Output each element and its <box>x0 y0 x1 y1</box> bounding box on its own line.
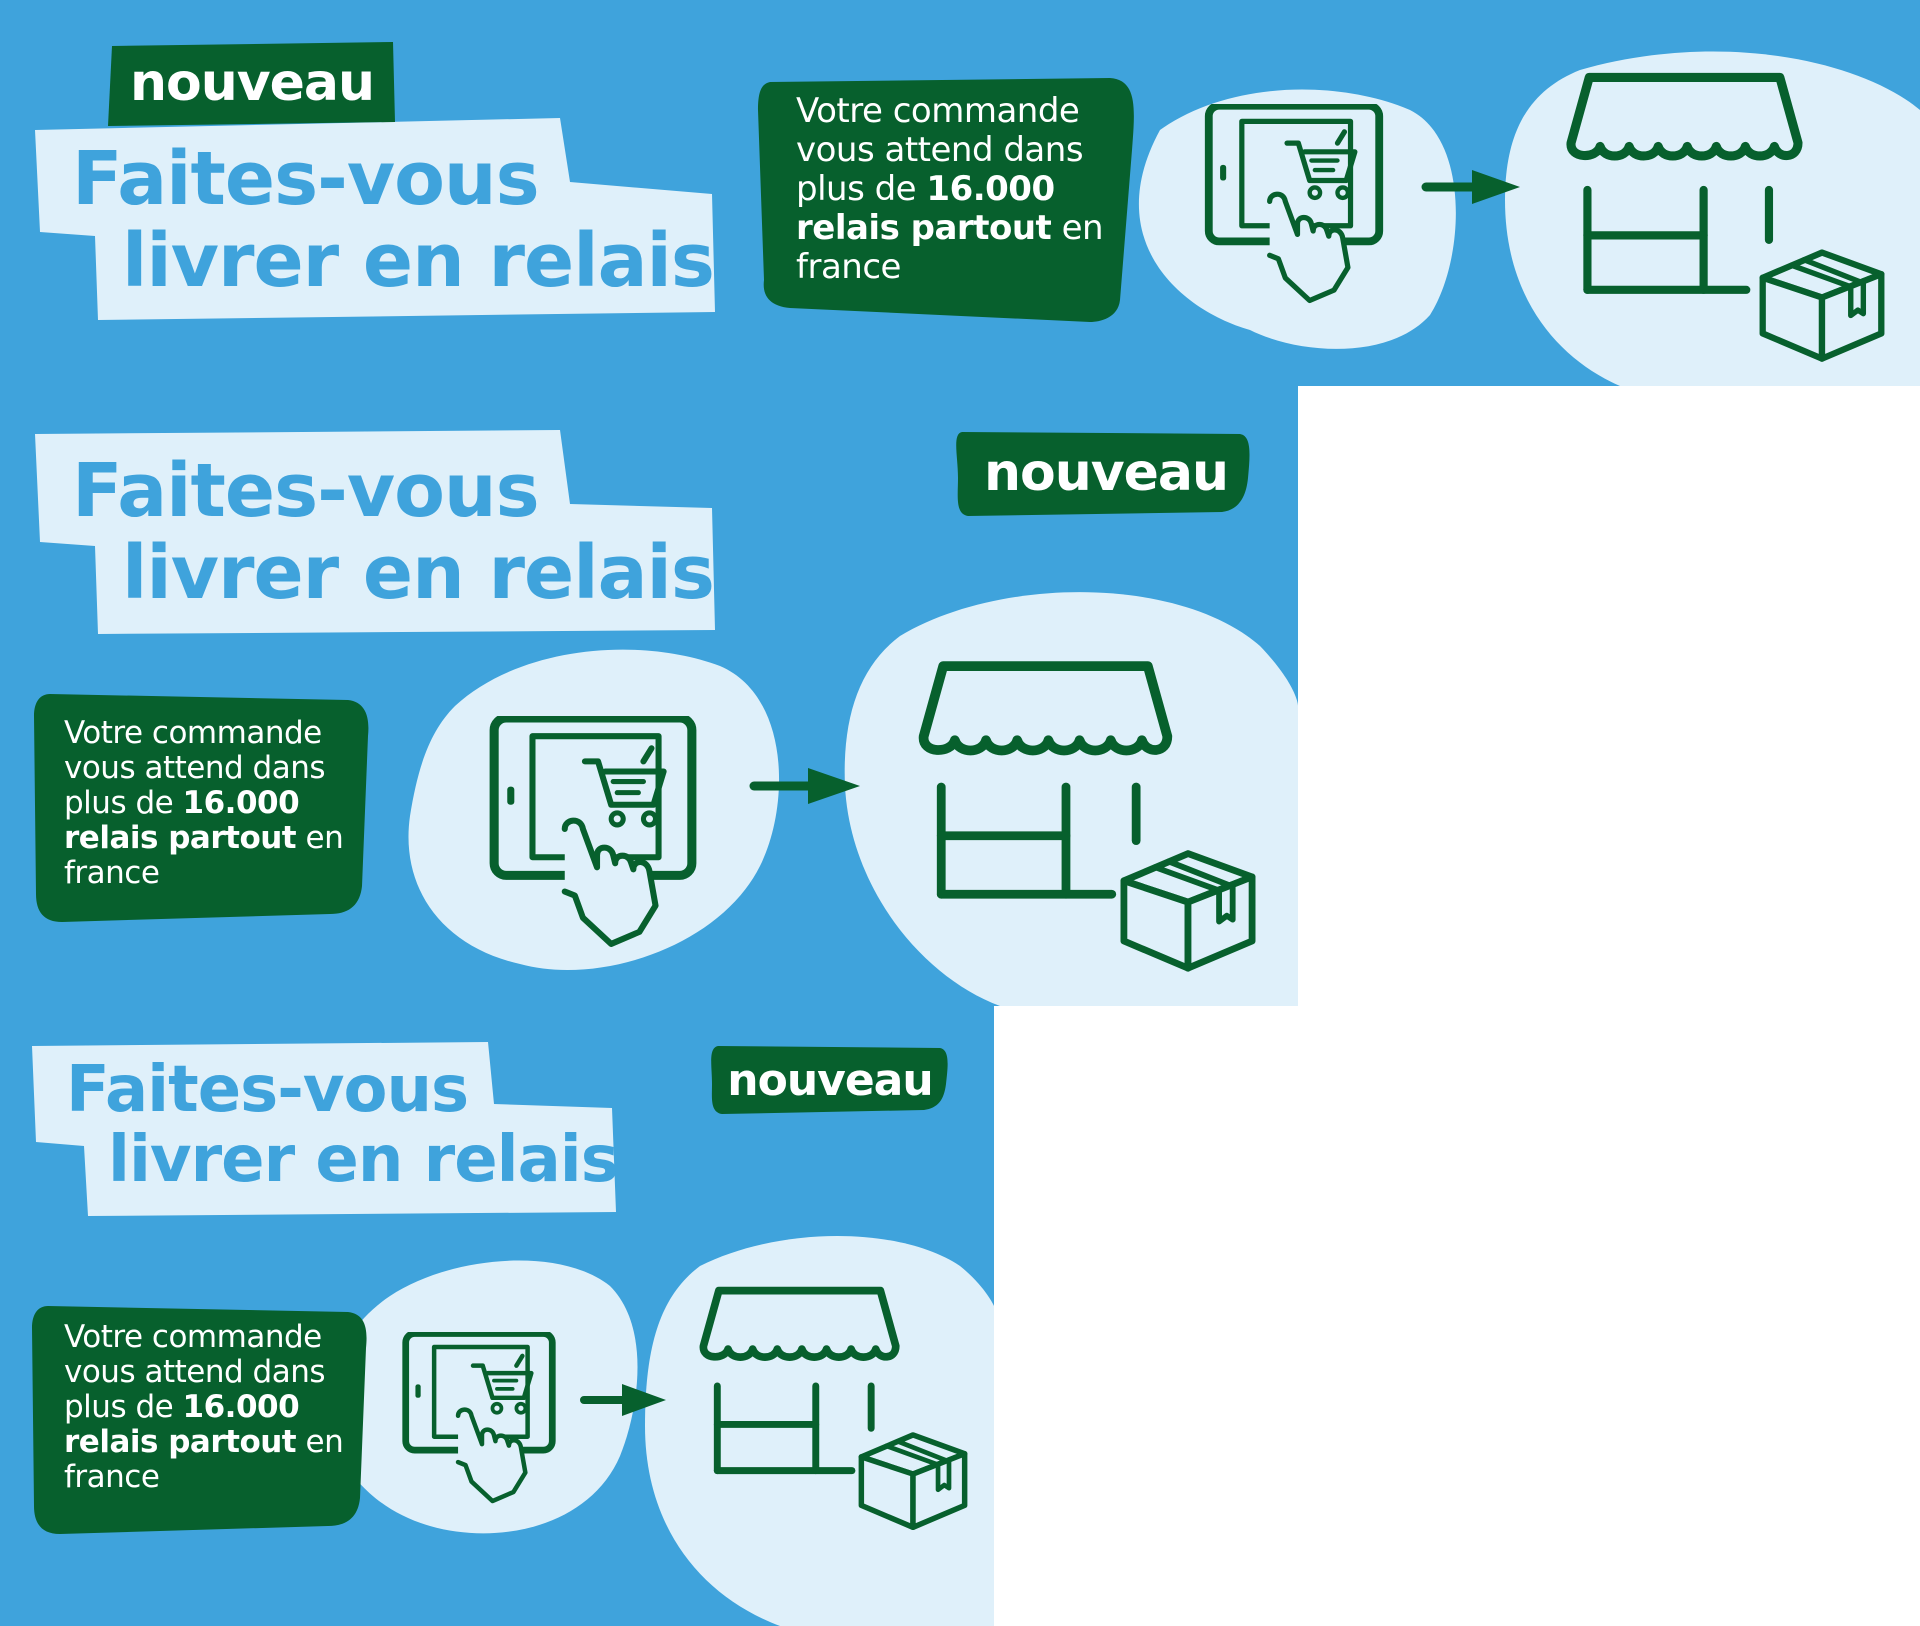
title-line-1: Faites-vous <box>66 1053 469 1127</box>
desc-line-1: Votre commande <box>64 715 322 751</box>
desc-line-2: vous attend dans <box>796 130 1084 170</box>
desc-line-4-bold: relais partout <box>64 820 297 856</box>
title-line-2: livrer en relais <box>122 218 715 304</box>
relay-count: 16.000 <box>926 169 1055 209</box>
desc-line-5: france <box>796 247 901 287</box>
delivery-description: Votre commande vous attend dans plus de … <box>64 715 344 891</box>
desc-line-4-suffix: en <box>296 1424 344 1460</box>
desc-line-4-suffix: en <box>296 820 344 856</box>
tablet-shopping-cart-icon <box>1196 104 1392 304</box>
desc-line-1: Votre commande <box>796 91 1080 131</box>
parcel-box-icon <box>1112 840 1264 974</box>
banner-2-background <box>34 430 1298 1006</box>
new-badge: nouveau <box>983 443 1229 503</box>
tablet-shopping-cart-icon <box>398 1332 560 1504</box>
parcel-box-icon <box>1752 240 1892 364</box>
desc-line-4-bold: relais partout <box>796 208 1052 248</box>
desc-line-1: Votre commande <box>64 1319 322 1355</box>
desc-line-3: plus de <box>64 785 183 821</box>
banner-3: nouveau Faites-vous livrer en relais Vot… <box>0 1006 994 1626</box>
desc-line-3: plus de <box>64 1389 183 1425</box>
desc-line-5: france <box>64 855 160 891</box>
desc-line-2: vous attend dans <box>64 750 326 786</box>
tablet-shopping-cart-icon <box>484 716 702 948</box>
desc-line-2: vous attend dans <box>64 1354 326 1390</box>
new-badge: nouveau <box>129 53 375 113</box>
parcel-box-icon <box>852 1424 974 1532</box>
title-line-1: Faites-vous <box>72 448 540 534</box>
title-line-2: livrer en relais <box>122 530 715 616</box>
banner-2: nouveau Faites-vous livrer en relais Vot… <box>0 386 1298 1006</box>
desc-line-5: france <box>64 1459 160 1495</box>
desc-line-4-suffix: en <box>1051 208 1104 248</box>
new-badge: nouveau <box>727 1055 933 1106</box>
relay-count: 16.000 <box>182 785 300 821</box>
delivery-description: Votre commande vous attend dans plus de … <box>796 91 1104 287</box>
title-line-1: Faites-vous <box>72 136 540 222</box>
title-line-2: livrer en relais <box>108 1123 619 1197</box>
desc-line-3: plus de <box>796 169 927 209</box>
relay-count: 16.000 <box>182 1389 300 1425</box>
banner-1: nouveau Faites-vous livrer en relais Vot… <box>0 0 1920 386</box>
desc-line-4-bold: relais partout <box>64 1424 297 1460</box>
delivery-description: Votre commande vous attend dans plus de … <box>64 1319 344 1495</box>
